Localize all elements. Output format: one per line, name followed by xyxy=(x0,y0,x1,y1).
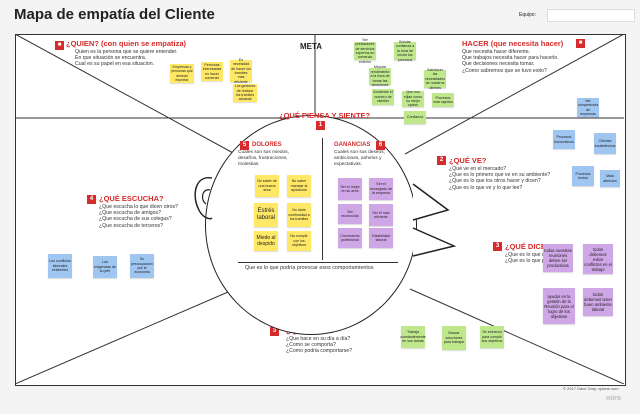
sticky-note[interactable]: Ser prestadores de servicios expertos en… xyxy=(354,38,376,64)
sticky-note[interactable]: Miedo al despido xyxy=(254,231,278,251)
sticky-note[interactable]: Las exigencias de su jefe xyxy=(93,256,117,278)
hacer-marker: ■ xyxy=(576,39,585,48)
sticky-note[interactable]: Ser el mas eficiente xyxy=(369,204,393,226)
hacer-heading: HACER (que necesita hacer) xyxy=(462,39,564,48)
head-gap xyxy=(216,183,222,213)
hacer-text: Que necesita hacer diferente.Que trabajo… xyxy=(462,49,559,74)
sticky-note[interactable]: Satisfacer las necesidades de nuestros c… xyxy=(424,67,446,90)
sticky-note[interactable]: Procesos mas rapidos xyxy=(432,93,454,107)
quien-text: Quien es la persona que se quiere entend… xyxy=(75,49,178,68)
sticky-note[interactable]: Clientes insatisfechos xyxy=(594,133,616,154)
dolores-heading: DOLORES xyxy=(252,142,282,148)
sticky-note[interactable]: Confianza xyxy=(404,111,426,124)
sticky-note[interactable]: Procesos burocraticos xyxy=(553,130,575,149)
escucha-text: ¿Que escucha lo que dicen otros?¿Que esc… xyxy=(99,204,179,229)
sticky-note[interactable]: No darle continuidad a los tramites xyxy=(287,203,311,227)
sticky-note[interactable]: Su preocupacion por la economia xyxy=(130,254,154,278)
sticky-note[interactable]: No saber de una buena area xyxy=(255,175,279,197)
sticky-note[interactable]: todos debemos evitar conflictos en el tr… xyxy=(583,244,613,274)
dolores-text: Cuales son sus miedos,desafíos, frustrac… xyxy=(238,150,289,167)
sticky-note[interactable]: Brindar confianza a la hora de iniciar l… xyxy=(394,39,416,62)
quien-marker: ■ xyxy=(55,41,64,50)
sticky-note[interactable]: Los gestores de realizar los tramites ad… xyxy=(233,84,257,102)
sticky-note[interactable]: Estabilidad laboral xyxy=(369,228,393,248)
sticky-note[interactable]: Mala atencion xyxy=(600,170,620,187)
escucha-heading: ¿QUÉ ESCUCHA? xyxy=(99,194,164,203)
hace-number: 3 xyxy=(270,327,279,336)
hace-text: ¿Que hace en su día a día?¿Como se compo… xyxy=(286,336,353,355)
sticky-note[interactable]: Empresas y personas que desean exportar xyxy=(170,64,194,83)
sticky-note[interactable]: Buscar soluciones para trabajar xyxy=(442,326,466,350)
sticky-note[interactable]: Ver competencia de empresas xyxy=(577,98,599,117)
escucha-number: 4 xyxy=(87,195,96,204)
piensa-number: 1 xyxy=(316,121,325,130)
meta-label: META xyxy=(300,42,323,51)
sticky-note[interactable]: Aumentar el numero de clientes xyxy=(372,89,394,105)
piensa-heading: ¿QUÉ PIENSA Y SIENTE? xyxy=(279,111,371,120)
ve-number: 2 xyxy=(437,156,446,165)
ganancias-text: Cuales son sus deseos,ambiciones, anhelo… xyxy=(334,150,385,167)
sticky-note[interactable]: ayudar en la gestión de la Reunión para … xyxy=(543,288,575,324)
dice-text: ¿Que es lo que dice?¿Que es lo que podri… xyxy=(505,252,572,265)
sticky-note[interactable]: Ser el encargado de la empresa xyxy=(369,178,393,200)
footer-credit: © 2017 Dave Gray, xplane.com xyxy=(563,386,619,391)
dolores-number: 5 xyxy=(240,141,249,150)
dice-number: 3 xyxy=(493,242,502,251)
page-title: Mapa de empatía del Cliente xyxy=(14,6,215,23)
quien-heading: ¿QUIEN? (con quien se empatiza) xyxy=(66,39,187,48)
sticky-note[interactable]: todos debemos tener buen ambiente labora… xyxy=(583,288,613,316)
sticky-note[interactable]: Personas interesadas en hacer comercio xyxy=(201,62,223,81)
team-label: Equipo: xyxy=(519,12,536,18)
ve-heading: ¿QUÉ VE? xyxy=(449,156,487,165)
sticky-note[interactable]: Ser reconocido xyxy=(338,204,362,224)
piensa-bottom-text: Que es lo que podría provocar esos compo… xyxy=(245,265,374,271)
mouth-icon xyxy=(412,183,457,257)
sticky-note[interactable]: No cumplir con los objetivos xyxy=(287,231,311,251)
sticky-note[interactable]: Los conflictos laborales existentes xyxy=(48,254,72,278)
sticky-note[interactable]: Mejorar rendimiento a la hora de tomar l… xyxy=(369,65,391,87)
miro-logo: miro xyxy=(606,395,622,402)
sticky-note[interactable]: Estrés laboral xyxy=(254,203,278,227)
sticky-note[interactable]: Trabaja constantemente en sus tareas xyxy=(400,326,426,348)
divider xyxy=(238,262,398,263)
ganancias-number: 6 xyxy=(376,141,385,150)
sticky-note[interactable]: Que nos elijan como su mejor opcion xyxy=(402,90,424,108)
ear-icon xyxy=(194,177,213,220)
team-input[interactable] xyxy=(547,9,635,22)
dice-heading: ¿QUÉ DICE? xyxy=(505,242,551,251)
sticky-note[interactable]: En necesidad de hacer los tramites más e… xyxy=(230,57,252,84)
sticky-note[interactable]: No saber manejar la aplicación xyxy=(287,175,311,197)
sticky-note[interactable]: Se esfuerza para cumplir sus objetivos xyxy=(480,326,504,348)
sticky-note[interactable]: Ser el mejor en su area xyxy=(338,178,362,200)
ve-text: ¿Qué ve en el mercado?¿Que es lo primero… xyxy=(449,166,551,191)
divider xyxy=(322,138,323,260)
sticky-note[interactable]: todas nuestras reuniones deben ser produ… xyxy=(543,244,573,272)
sticky-note[interactable]: Procesos lentos xyxy=(572,166,594,186)
ganancias-heading: GANANCIAS xyxy=(334,142,371,148)
sticky-note[interactable]: Crecimiento profesional xyxy=(338,228,362,248)
